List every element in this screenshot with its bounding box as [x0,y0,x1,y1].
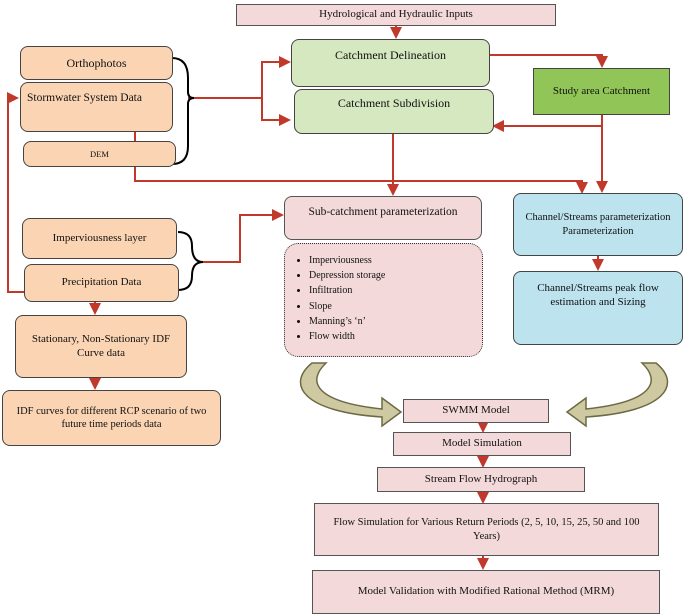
arrow-layers-to-subcatchment [203,209,284,263]
arrow-precipitation-to-stormwater [7,92,24,293]
hydro-inputs-box: Hydrological and Hydraulic Inputs [236,4,556,26]
arrow-delineation-to-study-area [490,54,608,68]
imperviousness-layer-box: Imperviousness layer [22,218,177,259]
study-area-box: Study area Catchment [533,68,670,115]
imperviousness-layer-label: Imperviousness layer [52,231,147,244]
parameter-item: Depression storage [309,268,482,283]
subcatchment-label: Sub-catchment parameterization [308,206,458,218]
orthophotos-label: Orthophotos [66,55,127,70]
subcatchment-parameters-box: ImperviousnessDepression storageInfiltra… [284,243,483,357]
idf-rcp-label: IDF curves for different RCP scenario of… [16,405,207,430]
catchment-delineation-label: Catchment Delineation [335,48,446,62]
return-periods-label: Flow Simulation for Various Return Perio… [333,517,640,542]
swmm-model-label: SWMM Model [442,404,510,417]
arrow-inputs-to-subdivision [261,98,291,126]
model-simulation-box: Model Simulation [393,432,571,456]
hydrograph-box: Stream Flow Hydrograph [377,467,585,492]
idf-rcp-box: IDF curves for different RCP scenario of… [2,390,221,446]
parameter-item: Slope [309,299,482,314]
brace-inputs [171,57,195,165]
return-periods-box: Flow Simulation for Various Return Perio… [314,503,659,556]
model-validation-box: Model Validation with Modified Rational … [312,570,660,614]
arrow-study-area-to-subdivision [492,115,603,132]
idf-data-label: Stationary, Non-Stationary IDF Curve dat… [31,332,171,359]
idf-data-box: Stationary, Non-Stationary IDF Curve dat… [15,315,187,378]
catchment-delineation-box: Catchment Delineation [291,39,490,87]
catchment-subdivision-label: Catchment Subdivision [337,96,451,110]
swmm-model-box: SWMM Model [403,399,549,423]
hydro-inputs-label: Hydrological and Hydraulic Inputs [319,8,473,21]
orthophotos-box: Orthophotos [20,46,173,80]
brace-layers [177,231,204,291]
channel-param-label: Channel/Streams parameterization Paramet… [525,212,671,237]
parameter-item: Manning’s ‘n’ [309,314,482,329]
precipitation-box: Precipitation Data [24,264,179,302]
model-simulation-label: Model Simulation [442,437,522,450]
model-validation-label: Model Validation with Modified Rational … [357,585,615,598]
parameter-item: Infiltration [309,283,482,298]
subcatchment-box: Sub-catchment parameterization [284,196,482,240]
hydrograph-label: Stream Flow Hydrograph [424,472,538,485]
study-area-label: Study area Catchment [552,84,651,97]
dem-label: DEM [90,148,109,159]
channel-peak-box: Channel/Streams peak flow estimation and… [513,271,683,345]
channel-param-box: Channel/Streams parameterization Paramet… [513,193,683,256]
stormwater-label: Stormwater System Data [27,92,142,104]
curved-arrow-right [565,362,669,428]
precipitation-label: Precipitation Data [61,276,142,289]
dem-box: DEM [23,141,176,167]
stormwater-box: Stormwater System Data [20,82,173,132]
parameter-item: Flow width [309,329,482,344]
catchment-subdivision-box: Catchment Subdivision [294,89,494,134]
arrow-dem-to-channel [134,166,588,194]
curved-arrow-left [299,362,403,428]
arrow-inputs-to-delineation [188,56,291,99]
parameter-list: ImperviousnessDepression storageInfiltra… [285,253,482,344]
parameter-item: Imperviousness [309,253,482,268]
channel-peak-label: Channel/Streams peak flow estimation and… [537,282,659,308]
